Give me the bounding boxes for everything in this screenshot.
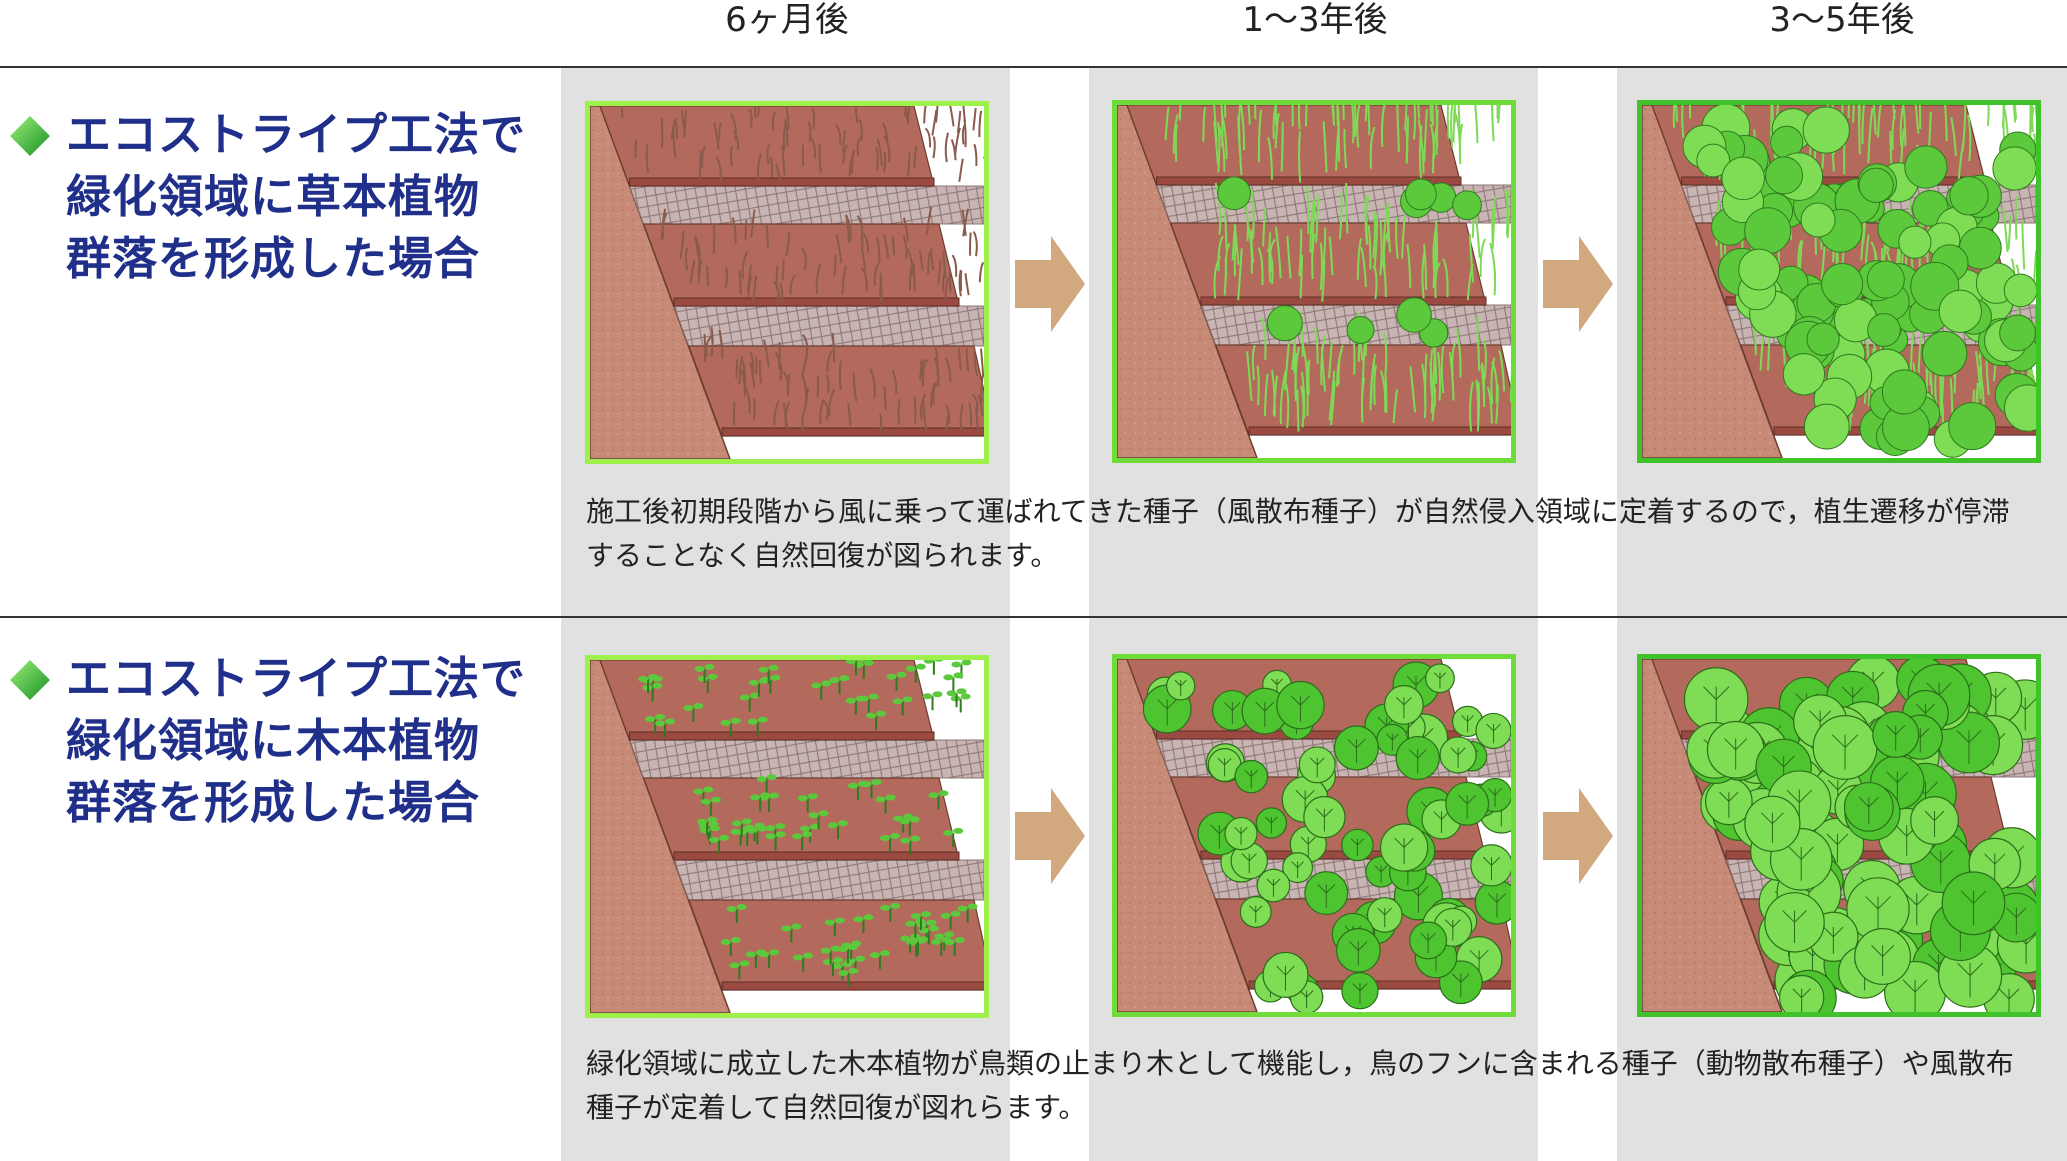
row2-title-text: エコストライプ工法で 緑化領域に木本植物 群落を形成した場合 bbox=[66, 652, 527, 829]
slope-illustration bbox=[1642, 105, 2036, 458]
row1-description: 施工後初期段階から風に乗って運ばれてきた種子（風散布種子）が自然侵入領域に定着す… bbox=[586, 490, 2056, 578]
row-divider bbox=[0, 616, 2067, 618]
slope-illustration bbox=[1117, 659, 1511, 1012]
slope-illustration bbox=[1117, 105, 1511, 458]
row2-description-line: 種子が定着して自然回復が図れらます。 bbox=[586, 1091, 1087, 1124]
slope-illustration bbox=[590, 106, 984, 459]
panel-grass-1to3years bbox=[1112, 100, 1516, 463]
panel-tree-3to5years bbox=[1637, 654, 2041, 1017]
row1-description-line: することなく自然回復が図られます。 bbox=[586, 539, 1059, 572]
panel-grass-6months bbox=[585, 101, 989, 464]
slope-illustration bbox=[590, 660, 984, 1013]
panel-grass-3to5years bbox=[1637, 100, 2041, 463]
diamond-bullet-icon bbox=[10, 660, 50, 700]
right-arrow-icon bbox=[1015, 236, 1085, 332]
row1-description-line: 施工後初期段階から風に乗って運ばれてきた種子（風散布種子）が自然侵入領域に定着す… bbox=[586, 495, 2010, 528]
diamond-bullet-icon bbox=[10, 116, 50, 156]
header-divider bbox=[0, 66, 2067, 68]
column-header-1to3years: 1〜3年後 bbox=[1242, 0, 1388, 40]
panel-tree-1to3years bbox=[1112, 654, 1516, 1017]
column-header-3to5years: 3〜5年後 bbox=[1769, 0, 1915, 40]
right-arrow-icon bbox=[1543, 788, 1613, 884]
column-header-6months: 6ヶ月後 bbox=[725, 0, 849, 40]
row1-title-text: エコストライプ工法で 緑化領域に草本植物 群落を形成した場合 bbox=[66, 108, 527, 285]
row2-description-line: 緑化領域に成立した木本植物が鳥類の止まり木として機能し，鳥のフンに含まれる種子（… bbox=[586, 1047, 2014, 1080]
panel-tree-6months bbox=[585, 655, 989, 1018]
right-arrow-icon bbox=[1543, 236, 1613, 332]
row2-description: 緑化領域に成立した木本植物が鳥類の止まり木として機能し，鳥のフンに含まれる種子（… bbox=[586, 1042, 2056, 1130]
slope-illustration bbox=[1642, 659, 2036, 1012]
right-arrow-icon bbox=[1015, 788, 1085, 884]
